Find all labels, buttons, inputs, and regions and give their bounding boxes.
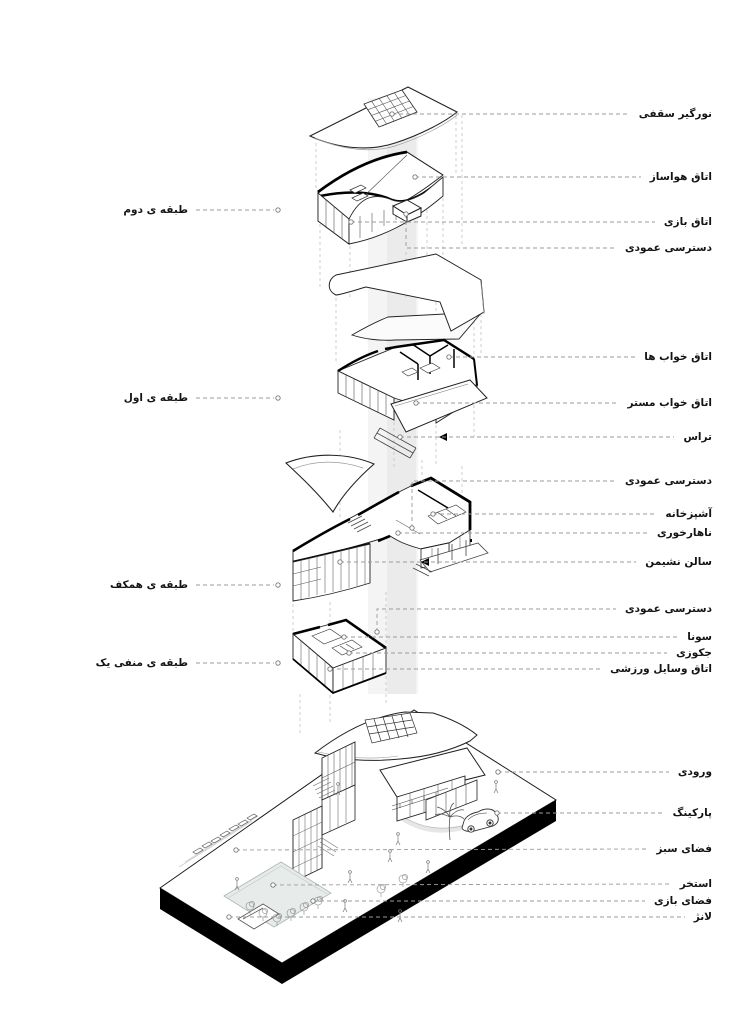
- room-label: اتاق خواب ها: [644, 351, 712, 363]
- people-figures: [234, 780, 499, 923]
- room-label: پارکینگ: [672, 807, 712, 819]
- tree: [398, 874, 408, 887]
- leader-anchor-dot: [397, 434, 403, 440]
- game-room-box: [391, 199, 423, 223]
- room-label: اتاق هواساز: [649, 171, 712, 183]
- room-label: سالن نشیمن: [645, 556, 712, 568]
- leader-anchor-dot: [409, 525, 415, 531]
- basement-plan: [292, 618, 387, 695]
- planter-row: [178, 813, 259, 868]
- leader-anchor-dot: [346, 650, 352, 656]
- tree: [286, 908, 296, 921]
- leader-anchor-dot: [446, 354, 452, 360]
- person-figure: [234, 877, 240, 891]
- leader-anchor-dot: [226, 914, 232, 920]
- leader-anchor-dot: [395, 530, 401, 536]
- floor-label: طبقه ی منفی یک: [95, 657, 188, 669]
- first-floor-roof-plates: [328, 253, 485, 341]
- floor-label: طبقه ی همکف: [110, 579, 188, 591]
- leader-anchor-dot: [310, 898, 316, 904]
- room-label: جکوزی: [676, 647, 712, 659]
- room-label: اتاق خواب مستر: [627, 397, 713, 409]
- leader-anchor-dot: [413, 400, 419, 406]
- leader-anchor-dot: [403, 211, 409, 217]
- deck: [412, 540, 489, 577]
- leader-anchor-dot: [233, 847, 239, 853]
- room-label: تراس: [683, 431, 712, 443]
- tree: [299, 902, 309, 915]
- room-label: ورودی: [677, 766, 712, 778]
- leader-anchor-dot: [275, 582, 281, 588]
- room-label: اتاق وسایل ورزشی: [610, 663, 712, 675]
- room-label: دسترسی عمودی: [625, 603, 712, 615]
- tree: [258, 908, 268, 921]
- trees: [245, 874, 408, 926]
- room-label: استخر: [679, 878, 712, 890]
- leader-anchor-dot: [374, 629, 380, 635]
- house-rendering: [292, 711, 486, 883]
- leader-anchor-dot: [495, 769, 501, 775]
- dining-table: [427, 504, 467, 525]
- palm-tree: [434, 802, 465, 841]
- leader-anchor-dot: [430, 511, 436, 517]
- leader-anchor-dot: [275, 395, 281, 401]
- leader-anchor-dot: [275, 660, 281, 666]
- room-label: فضای بازی: [654, 895, 712, 907]
- floor-label: طبقه ی دوم: [123, 204, 188, 216]
- second-floor-plan: [317, 150, 444, 245]
- skylight-grid: [363, 89, 418, 128]
- leader-line: [376, 608, 616, 632]
- tree: [272, 913, 282, 926]
- room-label: نورگیر سقفی: [638, 108, 712, 120]
- room-label: لانژ: [693, 911, 712, 923]
- leader-anchor-dot: [412, 174, 418, 180]
- leader-line: [235, 848, 648, 851]
- terrace: [373, 379, 488, 459]
- leader-anchor-dot: [270, 882, 276, 888]
- leader-line: [272, 883, 672, 886]
- room-label: فضای سبز: [656, 843, 712, 855]
- person-figure: [335, 782, 341, 796]
- entry-path: [400, 815, 469, 833]
- person-figure: [425, 860, 431, 874]
- person-figure: [395, 832, 401, 846]
- leader-anchor-dot: [337, 559, 343, 565]
- leader-anchor-dot: [494, 810, 500, 816]
- jacuzzi-box: [331, 639, 363, 656]
- floor-label: طبقه ی اول: [123, 392, 188, 404]
- leader-lines: [196, 111, 685, 920]
- leader-line: [405, 214, 616, 249]
- room-label: سونا: [687, 631, 712, 643]
- leader-anchor-dot: [341, 634, 347, 640]
- leader-anchor-dot: [348, 219, 354, 225]
- ground-floor-roof: [284, 454, 376, 513]
- stair-lines: [347, 515, 372, 533]
- room-label: اتاق بازی: [663, 216, 712, 228]
- leader-anchor-dot: [275, 207, 281, 213]
- leader-anchor-dot: [327, 666, 333, 672]
- room-label: ناهارخوری: [657, 527, 712, 539]
- skylight-grid: [364, 712, 418, 744]
- person-figure: [347, 870, 353, 884]
- room-label: دسترسی عمودی: [625, 475, 712, 487]
- room-label: آشپزخانه: [665, 508, 712, 520]
- leader-line: [411, 480, 616, 528]
- tree: [245, 901, 255, 914]
- person-figure: [342, 899, 348, 913]
- person-figure: [493, 780, 499, 794]
- leader-anchor-dot: [389, 111, 395, 117]
- room-label: دسترسی عمودی: [625, 242, 712, 254]
